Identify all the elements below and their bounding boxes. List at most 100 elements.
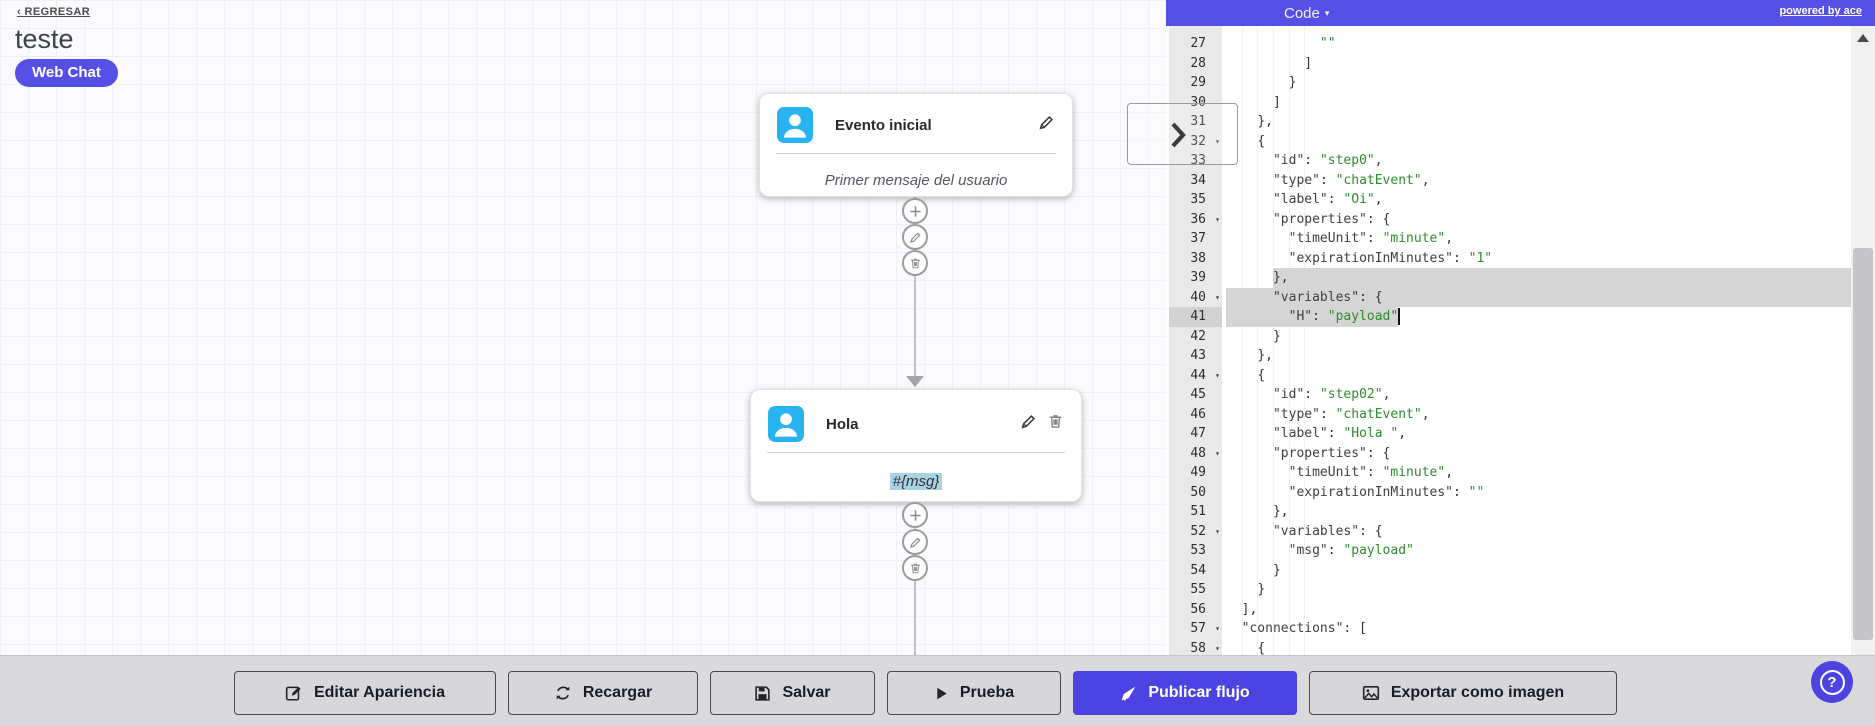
code-line[interactable]: "connections": [ (1241, 621, 1367, 636)
code-line[interactable]: ], (1241, 601, 1258, 617)
editor-scrollbar[interactable] (1851, 26, 1875, 655)
code-line[interactable]: "id": "step0", (1272, 153, 1383, 168)
code-line[interactable]: "properties": { (1272, 445, 1391, 461)
code-line[interactable]: { (1257, 367, 1266, 383)
unsaved-changes-badge (866, 663, 883, 680)
gutter-line-number[interactable]: 27 (1190, 36, 1206, 51)
code-line[interactable]: "label": "Oi", (1272, 192, 1383, 207)
delete-step-button[interactable] (902, 555, 928, 581)
edit-step-button[interactable] (902, 224, 928, 250)
help-button[interactable]: ? (1811, 661, 1853, 703)
gutter-line-number[interactable]: 36▾ (1190, 211, 1220, 227)
gutter-line-number[interactable]: 30 (1190, 94, 1206, 110)
gutter-line-number[interactable]: 51 (1190, 504, 1206, 519)
node-body-text: #{msg} (889, 472, 943, 490)
panel-collapse-handle[interactable] (1127, 103, 1238, 165)
code-line[interactable]: "expirationInMinutes": "1" (1288, 250, 1493, 266)
gutter-line-number[interactable]: 28 (1190, 55, 1206, 71)
code-line[interactable]: }, (1222, 268, 1851, 288)
reload-button[interactable]: Recargar (508, 671, 698, 715)
powered-by-ace-link[interactable]: powered by ace (1779, 5, 1862, 17)
connector-arrow-icon (906, 376, 924, 387)
code-line[interactable]: } (1272, 562, 1281, 578)
publish-flow-button[interactable]: Publicar flujo (1073, 671, 1297, 715)
gutter-line-number[interactable]: 34 (1190, 172, 1206, 188)
gutter-line-number[interactable]: 31 (1190, 114, 1206, 129)
gutter-line-number[interactable]: 50 (1190, 484, 1206, 500)
connector-line (914, 197, 916, 377)
node-title: Evento inicial (835, 116, 932, 134)
add-step-button[interactable] (902, 502, 928, 528)
code-line[interactable]: "variables": { (1222, 287, 1851, 307)
gutter-line-number[interactable]: 56 (1190, 601, 1206, 617)
gutter-line-number[interactable]: 40▾ (1190, 289, 1220, 305)
edit-icon[interactable] (1020, 413, 1037, 435)
gutter-line-number[interactable]: 46 (1190, 406, 1206, 422)
gutter-line-number[interactable]: 43 (1190, 348, 1206, 363)
gutter-line-number[interactable]: 39 (1190, 270, 1206, 285)
code-line[interactable]: } (1257, 582, 1266, 597)
gutter-line-number[interactable]: 35 (1190, 192, 1206, 207)
refresh-icon (556, 686, 570, 700)
gutter-line-number[interactable]: 45 (1190, 387, 1206, 402)
gutter-line-number[interactable]: 48▾ (1190, 445, 1220, 461)
code-line[interactable]: "type": "chatEvent", (1272, 406, 1430, 422)
add-step-button[interactable] (902, 198, 928, 224)
scrollbar-thumb[interactable] (1853, 248, 1873, 640)
gutter-line-number[interactable]: 53 (1190, 543, 1206, 558)
code-line[interactable]: }, (1257, 114, 1273, 129)
code-line[interactable]: "label": "Hola ", (1272, 426, 1407, 441)
code-line[interactable]: "type": "chatEvent", (1272, 172, 1430, 188)
edit-square-icon (285, 686, 301, 701)
gutter-line-number[interactable]: 49 (1190, 465, 1206, 480)
code-line[interactable]: } (1272, 328, 1281, 344)
flow-node-hola[interactable]: Hola #{msg} (750, 389, 1082, 502)
gutter-line-number[interactable]: 47 (1190, 426, 1206, 441)
code-line[interactable]: { (1257, 133, 1266, 149)
text-cursor (1398, 308, 1401, 325)
code-line[interactable]: "timeUnit": "minute", (1288, 465, 1454, 480)
edit-appearance-button[interactable]: Editar Apariencia (234, 671, 496, 715)
gutter-line-number[interactable]: 29 (1190, 75, 1206, 90)
edit-icon[interactable] (1038, 114, 1055, 136)
trash-icon[interactable] (1047, 413, 1064, 435)
test-button[interactable]: Prueba (887, 671, 1061, 715)
gutter-line-number[interactable]: 32▾ (1190, 133, 1220, 149)
gutter-line-number[interactable]: 57▾ (1190, 621, 1220, 636)
code-line[interactable]: "" (1319, 36, 1336, 51)
code-line[interactable]: "expirationInMinutes": "" (1288, 484, 1485, 500)
code-line[interactable]: "msg": "payload" (1288, 543, 1414, 558)
gutter-line-number[interactable]: 54 (1190, 562, 1206, 578)
scroll-up-arrow-icon[interactable] (1857, 34, 1869, 42)
gutter-line-number[interactable]: 42 (1190, 328, 1206, 344)
gutter-line-number[interactable]: 52▾ (1190, 523, 1220, 539)
gutter-line-number[interactable]: 38 (1190, 250, 1206, 266)
code-mode-dropdown[interactable]: Code▾ (1284, 5, 1330, 22)
code-line[interactable]: } (1288, 75, 1297, 90)
gutter-line-number[interactable]: 41 (1169, 307, 1222, 327)
code-line[interactable]: "id": "step02", (1272, 387, 1391, 402)
gutter-line-number[interactable]: 37 (1190, 231, 1206, 246)
code-line[interactable]: ] (1304, 55, 1313, 71)
code-line[interactable]: "H": "payload" (1222, 307, 1851, 327)
gutter-line-number[interactable]: 55 (1190, 582, 1206, 597)
back-link[interactable]: ‹ REGRESAR (17, 6, 91, 18)
gutter-line-number[interactable]: 58▾ (1190, 640, 1220, 656)
image-icon (1362, 686, 1379, 700)
edit-step-button[interactable] (902, 529, 928, 555)
code-line[interactable]: }, (1257, 348, 1273, 363)
code-line[interactable]: }, (1272, 504, 1289, 519)
code-line[interactable]: ] (1272, 94, 1281, 110)
node-divider (776, 153, 1056, 154)
gutter-line-number[interactable]: 44▾ (1190, 367, 1220, 383)
flow-node-evento-inicial[interactable]: Evento inicial Primer mensaje del usuari… (759, 93, 1073, 197)
code-line[interactable]: { (1257, 640, 1266, 656)
editor-code-area[interactable]: "" ] } ] }, { "id": "step0", "type": "ch… (1222, 26, 1851, 655)
save-button[interactable]: Salvar (710, 671, 875, 715)
export-image-button[interactable]: Exportar como imagen (1309, 671, 1617, 715)
code-line[interactable]: "timeUnit": "minute", (1288, 231, 1454, 246)
code-line[interactable]: "variables": { (1272, 523, 1383, 539)
code-line[interactable]: "properties": { (1272, 211, 1391, 227)
delete-step-button[interactable] (902, 250, 928, 276)
